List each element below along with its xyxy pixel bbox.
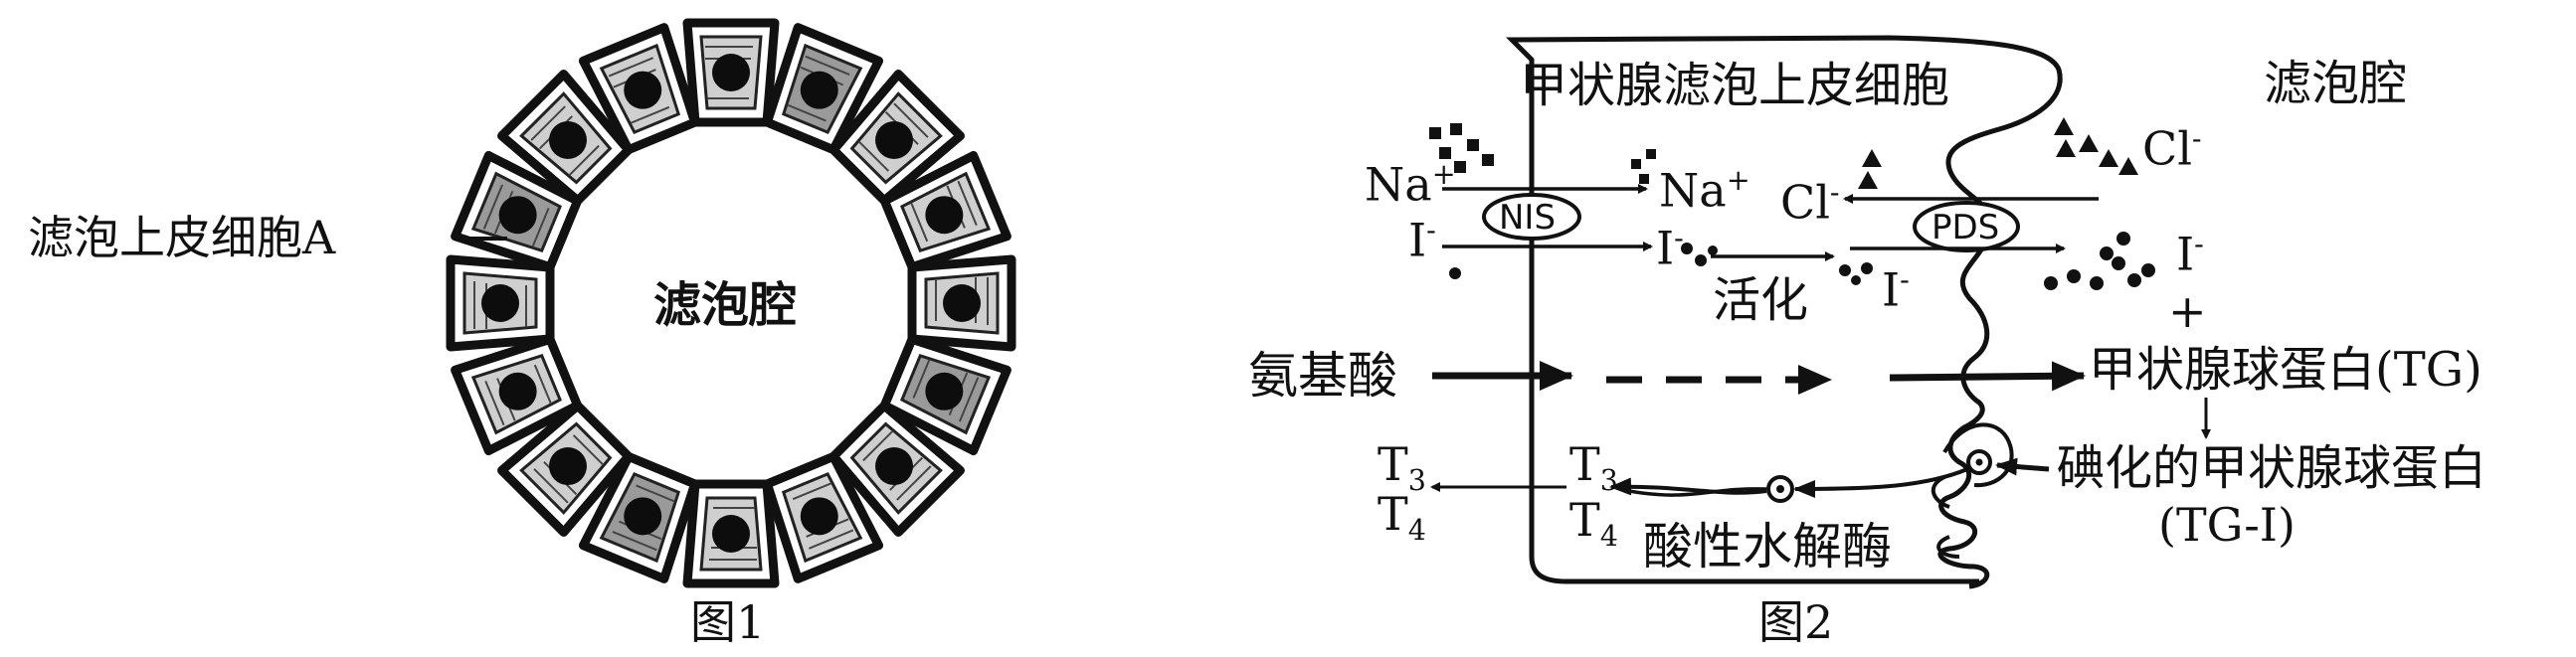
follicle-ring (446, 18, 1016, 588)
vesicle-core (1975, 458, 1983, 466)
amino-acid-label: 氨基酸 (1248, 347, 1397, 405)
vesicle-transport-arrow (1793, 467, 1968, 498)
nis-label: NIS (1499, 198, 1557, 238)
epithelial-cell (879, 150, 1012, 272)
activated-iodide-label: I- (1882, 262, 1910, 317)
figure2-caption: 图2 (1758, 595, 1834, 649)
epithelial-cell (682, 18, 780, 127)
t3-inside-label: T3 (1569, 437, 1618, 498)
epithelial-cell (682, 479, 780, 588)
figure2-cell-title: 甲状腺滤泡上皮细胞 (1520, 58, 1950, 113)
intracellular-chloride-triangles (1858, 149, 1882, 189)
tg-i-label: 碘化的甲状腺球蛋白 (2057, 440, 2487, 496)
epithelial-cell (762, 451, 884, 583)
intracellular-iodide-dots (1681, 243, 1873, 285)
figure1-caption: 图1 (690, 595, 766, 649)
iodide-inside-label: I- (1656, 221, 1684, 275)
endocytic-vesicle-pocket (1942, 422, 2014, 488)
epithelial-cell (762, 23, 884, 155)
hydrolysis-line-upper (1628, 487, 1767, 497)
activation-label: 活化 (1713, 272, 1809, 328)
t4-outside-label: T4 (1378, 487, 1426, 548)
lumen-iodide-dots (2044, 232, 2155, 290)
iodide-outside-label: I- (1408, 213, 1436, 267)
t3-outside-label: T3 (1378, 437, 1426, 498)
figure1-lumen-label: 滤泡腔 (653, 277, 798, 333)
extracellular-iodide-dot (1449, 267, 1461, 279)
tg-i-endocytosis-arrow (1995, 457, 2050, 476)
epithelial-cell (907, 254, 1016, 352)
intracellular-na-particles (1631, 149, 1656, 184)
epithelial-cell (446, 254, 555, 352)
figure2-lumen-label: 滤泡腔 (2264, 56, 2408, 111)
figure1-cell-a-label: 滤泡上皮细胞A (28, 211, 336, 264)
lysosome-core (1776, 485, 1784, 493)
na-outside-label: Na+ (1365, 157, 1456, 212)
lumen-chloride-triangles (2054, 117, 2138, 175)
tg-secretion-arrow (1889, 361, 2086, 392)
tg-label: 甲状腺球蛋白(TG) (2089, 342, 2483, 398)
epithelial-cell (828, 70, 965, 206)
apical-membrane-wave (1937, 424, 1989, 589)
chloride-inside-label: Cl- (1780, 175, 1840, 230)
t4-inside-label: T4 (1569, 493, 1618, 554)
enzyme-label: 酸性水解酶 (1643, 518, 1892, 575)
nis-transporter (1482, 193, 1581, 241)
pds-label: PDS (1932, 208, 2000, 247)
na-inside-label: Na+ (1659, 163, 1750, 218)
epithelial-cell (578, 23, 700, 155)
hydrolysis-arrow (1609, 477, 1767, 496)
chloride-lumen-label: Cl- (2142, 121, 2202, 176)
plus-sign: + (2168, 284, 2207, 338)
pds-transporter (1913, 201, 2020, 252)
tg-i-abbreviation: (TG-I) (2158, 498, 2296, 552)
iodide-lumen-label: I- (2176, 227, 2204, 281)
cell-outline-left-bottom (1529, 60, 1979, 584)
extracellular-na-particles (1429, 123, 1494, 173)
